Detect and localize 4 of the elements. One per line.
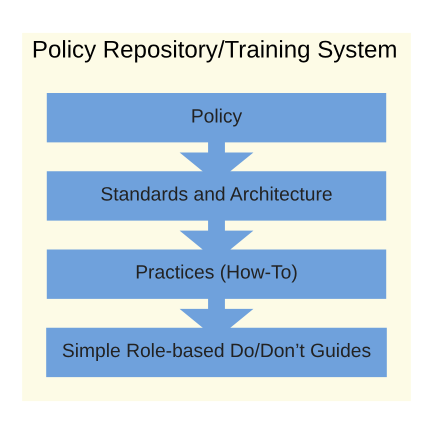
node-box: Practices (How-To) [46,250,386,299]
node-box: Simple Role-based Do/Don’t Guides [46,328,387,378]
node-box: Standards and Architecture [46,171,386,221]
node-box: Policy [46,93,386,142]
